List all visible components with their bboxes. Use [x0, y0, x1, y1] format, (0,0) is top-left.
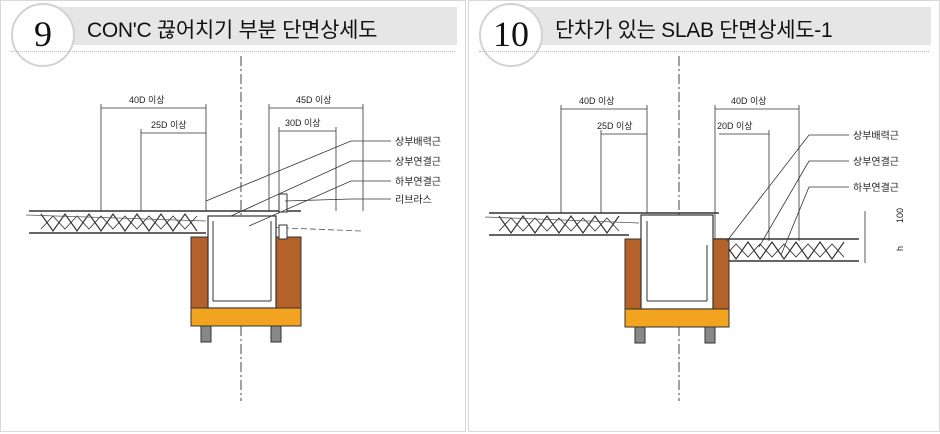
leader-lines: [726, 134, 849, 256]
detail-number: 9: [11, 3, 75, 67]
detail-title: 단차가 있는 SLAB 단면상세도-1: [555, 19, 833, 42]
slab-truss: [484, 212, 859, 262]
label-lower-connection: 하부연결근: [853, 181, 899, 194]
beam-form: [624, 214, 730, 344]
dim-45d: 45D 이상: [296, 95, 332, 105]
divider: [11, 51, 455, 52]
dim-25d: 25D 이상: [597, 121, 633, 131]
dim-20d: 20D 이상: [717, 121, 753, 131]
dim-100: 100: [895, 208, 905, 223]
dim-25d: 25D 이상: [151, 120, 187, 130]
detail-number: 10: [479, 3, 543, 67]
section-drawing: 40D 이상 25D 이상 45D 이상 30D 이상: [25, 56, 441, 401]
panel-header: [41, 7, 457, 45]
beam-form: [190, 193, 302, 343]
slab-truss: [25, 210, 362, 234]
dimension-lines: [560, 105, 866, 263]
section-drawing: 40D 이상 25D 이상 40D 이상 20D 이상 100 h: [484, 56, 905, 401]
dimension-lines: [100, 104, 364, 211]
label-lower-connection: 하부연결근: [395, 175, 441, 188]
detail-panel-9: 9 CON'C 끊어치기 부분 단면상세도 40D 이상 25D 이상 45D …: [0, 0, 466, 432]
label-rib-lath: 리브라스: [395, 194, 432, 206]
dim-40d-right: 40D 이상: [731, 96, 767, 106]
label-upper-distribution: 상부배력근: [853, 130, 899, 142]
label-upper-distribution: 상부배력근: [395, 136, 441, 148]
dim-40d: 40D 이상: [129, 95, 165, 105]
dim-h: h: [895, 246, 905, 251]
leader-lines: [205, 140, 391, 227]
dim-40d: 40D 이상: [579, 96, 615, 106]
detail-panel-10: 10 단차가 있는 SLAB 단면상세도-1 40D 이상 25D 이상 40D…: [468, 0, 940, 432]
label-upper-connection: 상부연결근: [395, 156, 441, 168]
dim-30d: 30D 이상: [285, 118, 321, 128]
label-upper-connection: 상부연결근: [853, 156, 899, 168]
detail-title: CON'C 끊어치기 부분 단면상세도: [87, 19, 378, 42]
divider: [479, 51, 929, 52]
panel-header: [511, 7, 931, 45]
